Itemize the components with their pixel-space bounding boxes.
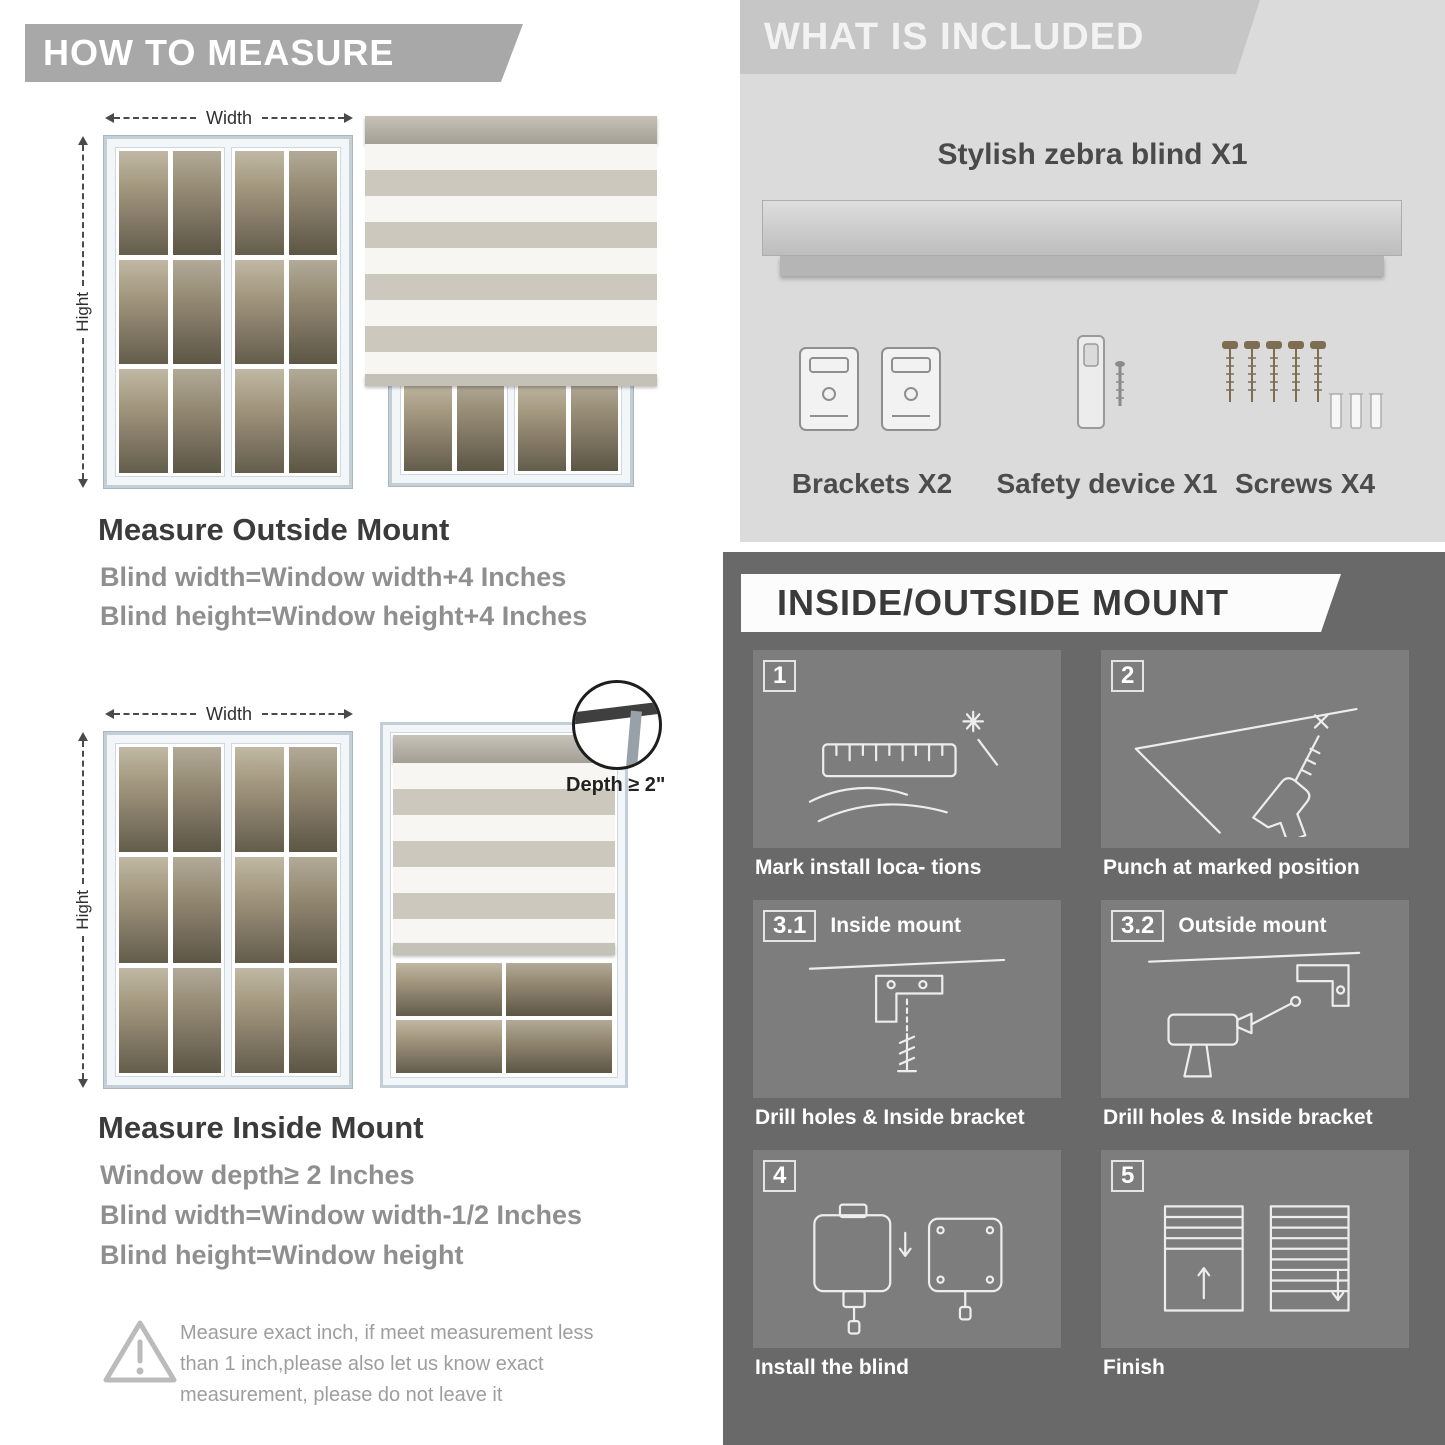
arrow-left-icon	[105, 113, 114, 123]
headrail-lip	[780, 256, 1384, 276]
depth-detail-magnifier	[572, 680, 662, 770]
inside-formula-height: Blind height=Window height	[100, 1240, 464, 1270]
step-caption: Drill holes & Inside bracket	[755, 1106, 1025, 1129]
step-number: 1	[763, 660, 797, 692]
inside-bracket-illustration	[808, 958, 1006, 1073]
step-number: 3.1	[763, 910, 817, 942]
window-panes	[396, 963, 612, 1073]
window-illustration	[104, 136, 352, 488]
inside-blind-illustration	[380, 722, 628, 1088]
finish-blind-illustration	[1163, 1205, 1350, 1312]
product-title: Stylish zebra blind X1	[937, 138, 1248, 171]
step-1: 1 Mark install loca- tions	[753, 650, 1061, 884]
blind-stripes	[393, 763, 615, 943]
brackets-icon	[799, 347, 941, 431]
drill-ceiling-illustration	[1134, 707, 1358, 837]
headrail-illustration	[762, 200, 1402, 256]
blind-bottom-rail	[365, 374, 657, 386]
step-title: Outside mount	[1178, 914, 1327, 937]
width-arrow: Width	[105, 107, 354, 128]
how-to-measure-banner: HOW TO MEASURE	[25, 24, 523, 82]
depth-label: Depth ≥ 2"	[566, 774, 666, 796]
height-arrow: Hight	[72, 136, 94, 488]
step-number: 3.2	[1111, 910, 1165, 942]
screws-icon	[1222, 341, 1383, 429]
screws-label: Screws X4	[1234, 468, 1376, 499]
what-is-included-panel: WHAT IS INCLUDED Stylish zebra blind X1	[740, 0, 1445, 542]
step-title: Inside mount	[830, 914, 962, 937]
step-caption: Drill holes & Inside bracket	[1103, 1106, 1373, 1129]
outside-bracket-illustration	[1148, 951, 1361, 1078]
step-number: 5	[1111, 1160, 1145, 1192]
step-2: 2 Punch at marked position	[1101, 650, 1409, 884]
step-number: 4	[763, 1160, 797, 1192]
outside-formula-height: Blind height=Window height+4 Inches	[100, 601, 588, 631]
blind-headrail	[365, 116, 657, 144]
step-3-1: 3.1 Inside mount Drill	[753, 900, 1061, 1134]
outside-mount-heading: Measure Outside Mount	[98, 512, 450, 547]
step-5: 5 Finish	[1101, 1150, 1409, 1384]
installation-steps-grid: 1 Mark install loca- tions	[753, 650, 1419, 1384]
install-blind-illustration	[813, 1203, 1003, 1335]
warning-triangle-icon	[103, 1320, 177, 1383]
outside-mount-figure: Width Hight	[60, 100, 680, 495]
outside-formula-width: Blind width=Window width+4 Inches	[100, 562, 567, 592]
mark-location-illustration	[808, 710, 999, 823]
step-3-2: 3.2 Outside mount	[1101, 900, 1409, 1134]
arrow-down-icon	[78, 1079, 88, 1088]
mount-section-banner: INSIDE/OUTSIDE MOUNT	[741, 574, 1341, 632]
safety-device-label: Safety device X1	[996, 468, 1218, 499]
inside-outside-mount-panel: INSIDE/OUTSIDE MOUNT 1	[723, 552, 1445, 1445]
arrow-left-icon	[105, 709, 114, 719]
arrow-right-icon	[344, 709, 354, 719]
arrow-right-icon	[344, 113, 354, 123]
brackets-label: Brackets X2	[791, 468, 953, 499]
step-caption: Punch at marked position	[1103, 856, 1360, 879]
width-label: Width	[206, 107, 253, 128]
inside-mount-heading: Measure Inside Mount	[98, 1110, 424, 1145]
width-arrow: Width	[105, 703, 354, 724]
step-number: 2	[1111, 660, 1145, 692]
arrow-down-icon	[78, 479, 88, 488]
inside-mount-figure: Width Hight	[60, 680, 720, 1102]
height-label: Hight	[73, 890, 92, 930]
step-4: 4	[753, 1150, 1061, 1384]
step-caption: Mark install loca- tions	[755, 856, 982, 879]
measure-warning-text: Measure exact inch, if meet measurement …	[180, 1322, 594, 1406]
safety-device-icon	[1077, 335, 1125, 429]
window-illustration	[104, 732, 352, 1088]
arrow-up-icon	[78, 732, 88, 741]
blind-stripes	[365, 144, 657, 374]
step-caption: Install the blind	[755, 1356, 910, 1379]
zebra-blind	[393, 735, 615, 955]
inside-formula-depth: Window depth≥ 2 Inches	[100, 1160, 415, 1190]
arrow-up-icon	[78, 136, 88, 145]
height-arrow: Hight	[72, 732, 94, 1088]
blind-bottom-rail	[393, 943, 615, 955]
inside-formula-width: Blind width=Window width-1/2 Inches	[100, 1200, 583, 1230]
height-label: Hight	[73, 292, 92, 332]
outside-blind-illustration	[365, 116, 657, 486]
zebra-blind	[365, 116, 657, 386]
what-is-included-banner: WHAT IS INCLUDED	[740, 0, 1260, 74]
width-label: Width	[206, 703, 253, 724]
step-caption: Finish	[1103, 1356, 1165, 1379]
